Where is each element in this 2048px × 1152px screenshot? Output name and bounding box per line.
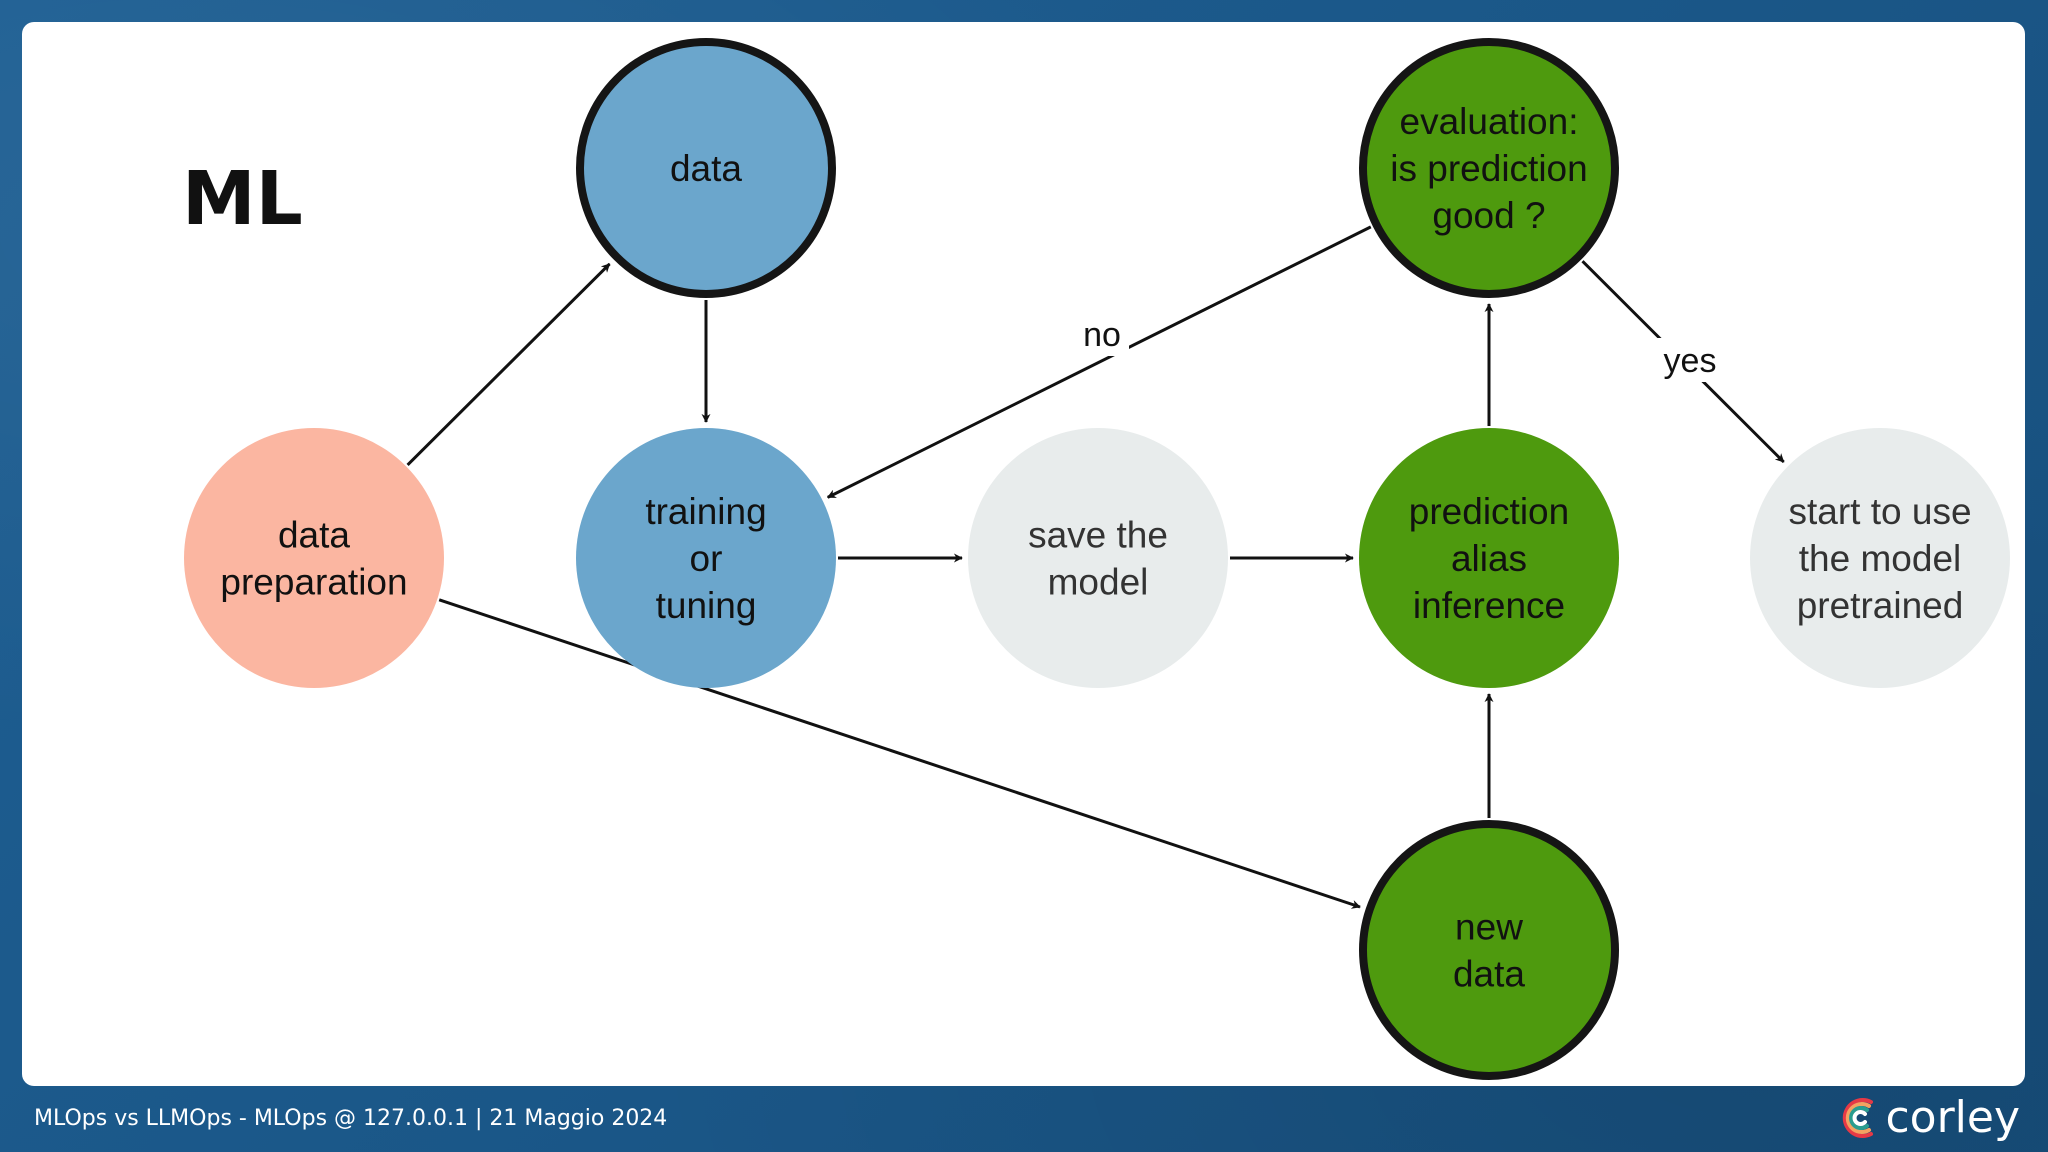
node-data-circle	[576, 38, 836, 298]
node-start-use-label: start to use	[1788, 491, 1971, 532]
node-evaluation-label: good ?	[1432, 195, 1545, 236]
node-data: data	[576, 38, 836, 298]
slide-title: ML	[182, 156, 303, 242]
node-save-model: save the model	[968, 428, 1228, 688]
node-save-model-label: save the	[1028, 515, 1168, 556]
node-data-preparation: data preparation	[184, 428, 444, 688]
node-prediction-circle	[1359, 428, 1619, 688]
edges-layer	[406, 225, 1785, 909]
node-training: training or tuning	[576, 428, 836, 688]
footer-text: MLOps vs LLMOps - MLOps @ 127.0.0.1 | 21…	[34, 1106, 668, 1131]
node-prediction-label: prediction	[1409, 491, 1569, 532]
node-evaluation-circle	[1359, 38, 1619, 298]
node-new-data-circle	[1359, 820, 1619, 1080]
corley-logo-icon	[1843, 1098, 1874, 1138]
node-start-use-label: the model	[1799, 538, 1962, 579]
slide: ML data data preparation training or tuning sa…	[22, 22, 2025, 1086]
edge-label-background	[1653, 338, 1727, 382]
node-evaluation-label: evaluation:	[1400, 101, 1579, 142]
brand-name: corley	[1885, 1092, 2020, 1143]
node-save-model-circle	[968, 428, 1228, 688]
node-training-circle	[576, 428, 836, 688]
node-start-use-label: pretrained	[1797, 585, 1964, 626]
node-training-label: tuning	[656, 585, 757, 626]
node-prediction: prediction alias inference	[1359, 428, 1619, 688]
node-data-preparation-circle	[184, 428, 444, 688]
node-evaluation-label: is prediction	[1390, 148, 1587, 189]
node-evaluation: evaluation: is prediction good ?	[1359, 38, 1619, 298]
node-save-model-label: model	[1048, 562, 1149, 603]
node-data-preparation-label: preparation	[220, 562, 407, 603]
edge-label-yes: yes	[1664, 342, 1717, 380]
node-new-data-label: data	[1453, 954, 1525, 995]
edge-data-preparation-to-data	[406, 262, 611, 466]
brand-logo: corley	[1837, 1088, 2020, 1148]
edge-evaluation-to-training	[826, 225, 1372, 499]
edge-label-background	[1075, 312, 1129, 356]
nodes-layer: data data preparation training or tuning save …	[184, 38, 2010, 1080]
node-training-label: or	[690, 538, 723, 579]
edge-labels-layer: no yes	[1075, 312, 1727, 382]
node-data-preparation-label: data	[278, 515, 350, 556]
ml-workflow-diagram: data data preparation training or tuning save …	[184, 38, 2010, 1080]
node-start-use: start to use the model pretrained	[1750, 428, 2010, 688]
node-new-data: new data	[1359, 820, 1619, 1080]
edge-data-preparation-to-new-data	[438, 598, 1361, 909]
node-data-label: data	[670, 148, 742, 189]
node-prediction-label: alias	[1451, 538, 1527, 579]
edge-label-no: no	[1083, 316, 1121, 354]
node-start-use-circle	[1750, 428, 2010, 688]
node-training-label: training	[645, 491, 766, 532]
node-prediction-label: inference	[1413, 585, 1565, 626]
node-new-data-label: new	[1455, 907, 1523, 948]
